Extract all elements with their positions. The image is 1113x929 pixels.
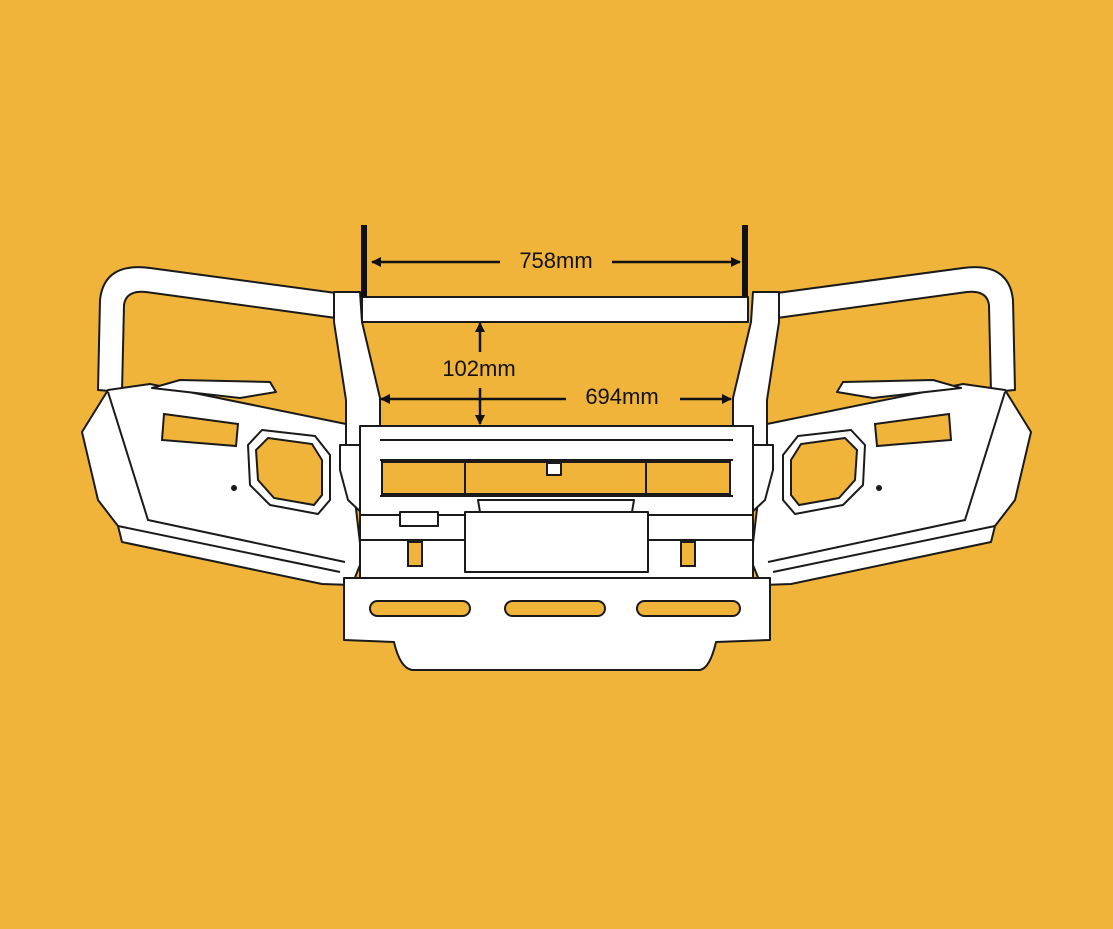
skid-plate [343, 577, 771, 671]
dimension-height: 102mm [442, 356, 516, 381]
left-hoop [97, 266, 337, 393]
left-lamp-rect [160, 412, 240, 448]
top-bar [361, 296, 749, 323]
skid-slot [369, 600, 471, 617]
dimension-post-right [742, 225, 748, 297]
skid-slot [636, 600, 741, 617]
dimension-post-left [361, 225, 367, 297]
bumper-left-half [81, 266, 383, 586]
dimension-inner-width: 694mm [585, 384, 659, 409]
dimension-top-width: 758mm [519, 248, 593, 273]
skid-slot [504, 600, 606, 617]
